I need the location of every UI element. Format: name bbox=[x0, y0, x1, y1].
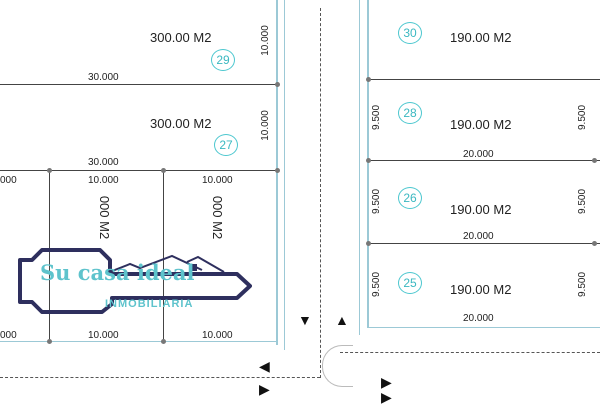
left-block-bottom bbox=[0, 341, 278, 342]
vertex bbox=[592, 241, 597, 246]
vertex bbox=[275, 82, 280, 87]
lot-26-badge[interactable]: 26 bbox=[398, 187, 422, 209]
lot-30-badge[interactable]: 30 bbox=[398, 22, 422, 44]
lot-27-side: 10.000 bbox=[259, 110, 271, 141]
lot-line bbox=[368, 79, 600, 80]
logo: Su casa ideal INMOBILIARIA bbox=[12, 246, 252, 316]
right-block-edge bbox=[367, 0, 369, 328]
vertex bbox=[161, 339, 166, 344]
lot-line bbox=[0, 84, 277, 85]
left-block-edge-outer bbox=[284, 0, 285, 350]
logo-main-text: Su casa ideal bbox=[40, 260, 195, 285]
road-curve bbox=[322, 345, 353, 387]
lot-line bbox=[163, 170, 164, 340]
road-centerline bbox=[0, 377, 320, 378]
road-centerline bbox=[340, 352, 600, 353]
lot-26-bottom: 20.000 bbox=[463, 231, 494, 242]
vertex bbox=[161, 168, 166, 173]
lower-lot-area: 000 M2 bbox=[210, 195, 226, 240]
edge-label-bottom: 000 bbox=[0, 330, 17, 341]
arrow-right-icon: ▶ bbox=[259, 381, 270, 397]
vertex bbox=[47, 168, 52, 173]
lower-lot-bottom: 10.000 bbox=[202, 330, 233, 341]
lot-25-side: 9.500 bbox=[371, 271, 383, 298]
edge-label-top: 000 bbox=[0, 175, 17, 186]
vertex bbox=[366, 158, 371, 163]
right-block-edge-outer bbox=[359, 0, 360, 335]
vertex bbox=[275, 168, 280, 173]
lot-30-area: 190.00 M2 bbox=[450, 30, 512, 45]
lot-25-bottom: 20.000 bbox=[463, 313, 494, 324]
lot-29-bottom: 30.000 bbox=[88, 72, 119, 83]
lot-25-right-side: 9.500 bbox=[577, 271, 589, 298]
lower-lot-top: 10.000 bbox=[202, 175, 233, 186]
lot-29-side: 10.000 bbox=[259, 25, 271, 56]
lot-26-area: 190.00 M2 bbox=[450, 202, 512, 217]
lot-27-badge[interactable]: 27 bbox=[214, 134, 238, 156]
lower-lot-area: 000 M2 bbox=[97, 195, 113, 240]
lot-line bbox=[368, 160, 600, 161]
lot-28-badge[interactable]: 28 bbox=[398, 102, 422, 124]
vertex bbox=[366, 241, 371, 246]
lot-29-area: 300.00 M2 bbox=[150, 30, 212, 45]
vertex bbox=[47, 339, 52, 344]
arrow-right-icon: ▶ bbox=[381, 389, 392, 405]
arrow-down-icon: ▼ bbox=[298, 312, 312, 328]
lot-29-badge[interactable]: 29 bbox=[211, 49, 235, 71]
lower-lot-top: 10.000 bbox=[88, 175, 119, 186]
arrow-up-icon: ▲ bbox=[335, 312, 349, 328]
lower-lot-bottom: 10.000 bbox=[88, 330, 119, 341]
right-block-bottom bbox=[368, 327, 600, 328]
arrow-right-icon: ▶ bbox=[381, 374, 392, 390]
logo-key-outline bbox=[18, 248, 252, 314]
lot-28-area: 190.00 M2 bbox=[450, 117, 512, 132]
lot-28-side: 9.500 bbox=[371, 104, 383, 131]
lot-27-area: 300.00 M2 bbox=[150, 116, 212, 131]
vertex bbox=[592, 158, 597, 163]
lot-26-right-side: 9.500 bbox=[577, 188, 589, 215]
lot-28-right-side: 9.500 bbox=[577, 104, 589, 131]
lot-27-bottom: 30.000 bbox=[88, 157, 119, 168]
road-centerline bbox=[320, 8, 321, 378]
lot-line bbox=[368, 243, 600, 244]
logo-sub-text: INMOBILIARIA bbox=[105, 298, 194, 310]
lot-25-badge[interactable]: 25 bbox=[398, 272, 422, 294]
arrow-left-icon: ◀ bbox=[259, 358, 270, 374]
lot-25-area: 190.00 M2 bbox=[450, 282, 512, 297]
lot-26-side: 9.500 bbox=[371, 188, 383, 215]
lot-28-bottom: 20.000 bbox=[463, 149, 494, 160]
lot-line bbox=[49, 170, 50, 340]
vertex bbox=[366, 77, 371, 82]
lot-line bbox=[0, 170, 277, 171]
